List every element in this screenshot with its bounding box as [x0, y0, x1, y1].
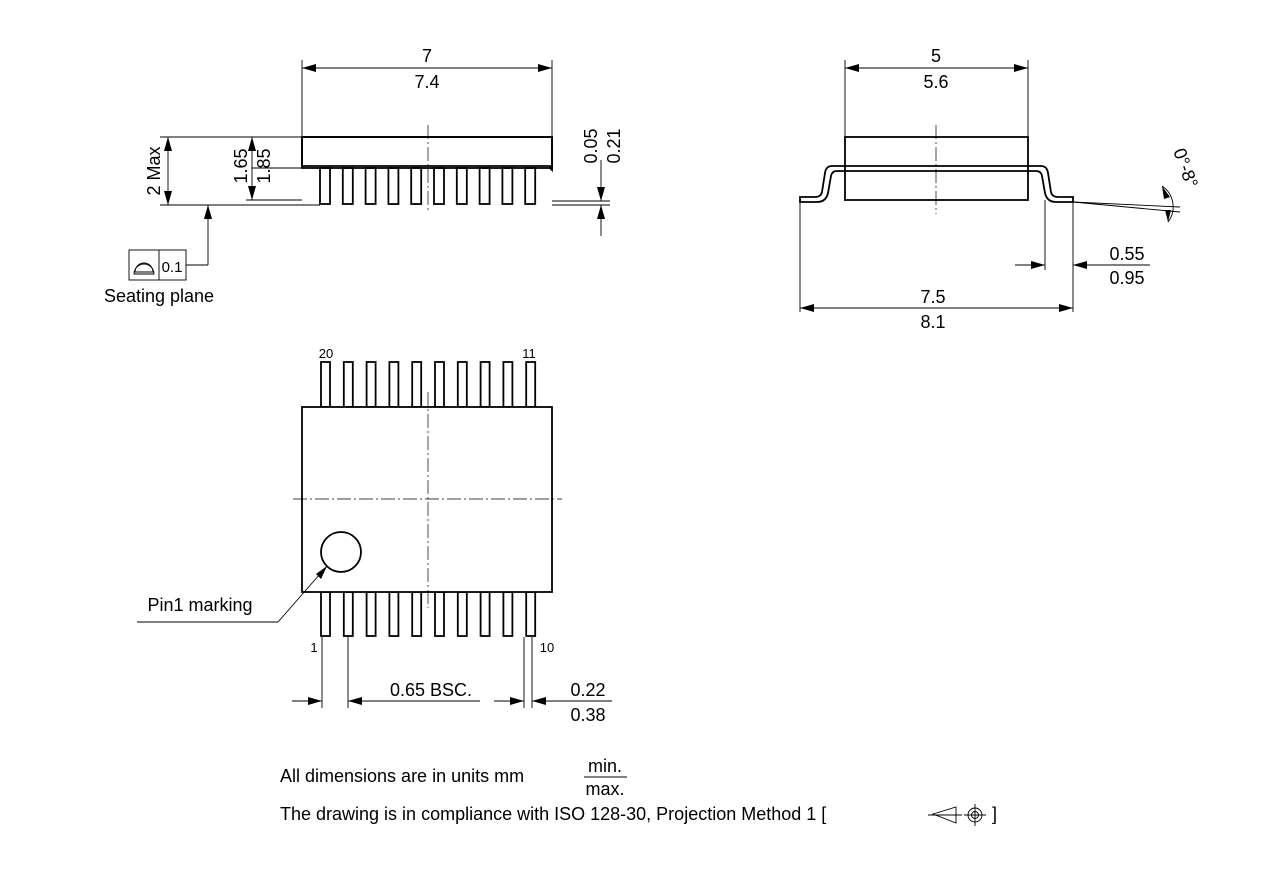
top-lead-lower [365, 591, 377, 637]
length-max: 7.4 [414, 72, 439, 92]
units-text: All dimensions are in units mm [280, 766, 524, 786]
side-lead [410, 167, 423, 205]
side-lead [364, 167, 377, 205]
pin1-marking [320, 531, 362, 573]
top-lead-lower [411, 591, 423, 637]
top-lead-upper [456, 361, 468, 408]
side-leads [319, 167, 537, 205]
standoff-min: 0.05 [581, 128, 601, 163]
side-lead [319, 167, 331, 205]
height-max: 2 Max [144, 146, 164, 195]
pin-1-label: 1 [310, 640, 317, 655]
pin-10-label: 10 [540, 640, 554, 655]
units-max: max. [585, 779, 624, 799]
side-lead [524, 167, 537, 205]
lead-width-max: 0.38 [570, 705, 605, 725]
top-lead-upper [342, 361, 354, 408]
overall-width-min: 7.5 [920, 287, 945, 307]
side-body [301, 136, 553, 169]
flatness-frame [128, 249, 187, 281]
top-lead-upper [525, 361, 537, 408]
top-lead-upper [365, 361, 377, 408]
top-body [301, 406, 553, 593]
top-lead-upper [434, 361, 445, 408]
side-body-outline [301, 136, 553, 173]
side-lead [341, 167, 354, 205]
end-lead-right [1028, 165, 1074, 203]
top-lead-lower [320, 591, 331, 637]
foot-length-min: 0.55 [1109, 244, 1144, 264]
top-lead-lower [456, 591, 468, 637]
body-height-max: 1.85 [254, 148, 274, 183]
compliance-close: ] [992, 804, 997, 824]
seating-plane-label: Seating plane [104, 286, 214, 306]
top-lead-upper [502, 361, 514, 408]
flatness-icon [133, 263, 155, 275]
compliance-text: The drawing is in compliance with ISO 12… [280, 804, 826, 824]
top-lead-lower [525, 591, 537, 637]
length-min: 7 [422, 46, 432, 66]
units-min: min. [588, 756, 622, 776]
foot-length-max: 0.95 [1109, 268, 1144, 288]
side-lead [433, 167, 445, 205]
body-width-max: 5.6 [923, 72, 948, 92]
pin1-label: Pin1 marking [147, 595, 252, 615]
body-height-min: 1.65 [231, 148, 251, 183]
body-width-min: 5 [931, 46, 941, 66]
top-lead-upper [411, 361, 423, 408]
end-lead-left [799, 165, 845, 203]
pitch-label: 0.65 BSC. [390, 680, 472, 700]
overall-width-max: 8.1 [920, 312, 945, 332]
projection-method-icon [928, 804, 986, 826]
top-view: 20 11 1 10 Pin1 marking 0.65 BSC. 0.22 0… [137, 346, 612, 725]
lead-angle: 0°-8° [1169, 146, 1202, 191]
top-lead-lower [388, 591, 400, 637]
end-body [844, 136, 1029, 201]
side-lead [455, 167, 468, 205]
top-lead-lower [342, 591, 354, 637]
standoff-max: 0.21 [604, 128, 624, 163]
pin-11-label: 11 [522, 346, 536, 361]
end-view: 5 5.6 0°-8° 0.55 0.95 7.5 8.1 [799, 46, 1202, 332]
side-lead [501, 167, 514, 205]
top-lead-upper [388, 361, 400, 408]
flatness-value: 0.1 [162, 259, 183, 276]
top-lead-lower [479, 591, 491, 637]
pin-20-label: 20 [319, 346, 333, 361]
side-view: 7 7.4 2 Max 1.65 1.85 0.05 0.21 0 [104, 46, 624, 306]
side-lead [387, 167, 400, 205]
top-lead-upper [479, 361, 491, 408]
top-lead-upper [320, 361, 331, 408]
top-lead-lower [502, 591, 514, 637]
top-lead-lower [434, 591, 445, 637]
lead-width-min: 0.22 [570, 680, 605, 700]
side-lead [478, 167, 491, 205]
notes: All dimensions are in units mm min. max.… [280, 756, 997, 826]
